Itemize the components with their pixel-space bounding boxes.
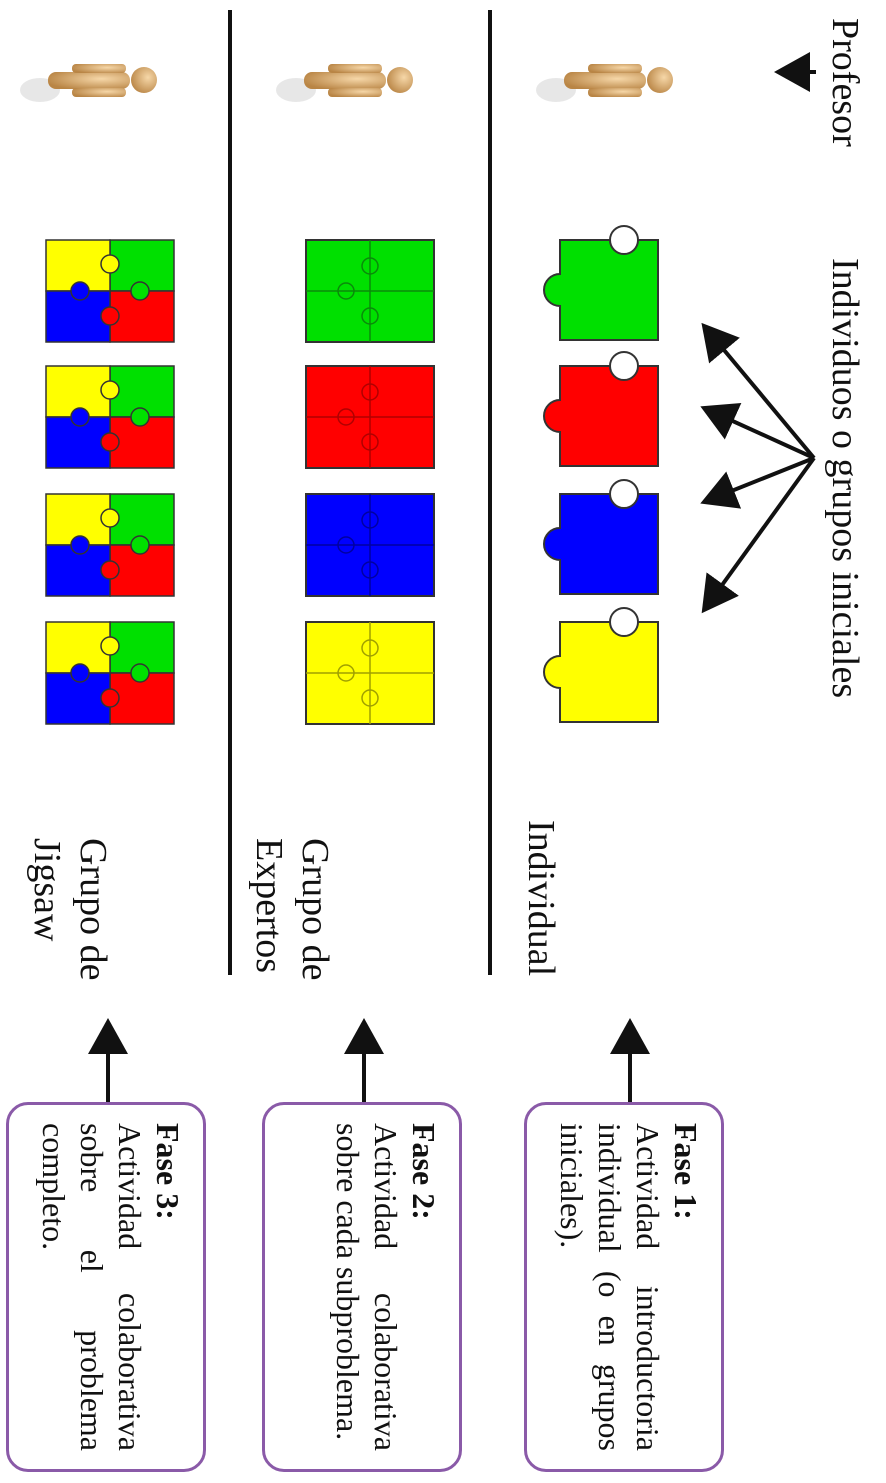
phase-arrows — [88, 1018, 650, 1105]
person-figure-icon — [536, 64, 673, 102]
puzzle-piece-icon — [543, 607, 659, 723]
phase-title: Fase 3: — [150, 1123, 186, 1220]
phase-title: Fase 1: — [668, 1123, 704, 1220]
puzzle-square-icon — [305, 239, 435, 343]
mixed-puzzle-icon — [45, 239, 175, 343]
phase-box-2: Fase 2: Actividad colaborativa sobre cad… — [262, 1102, 462, 1472]
puzzle-piece-icon — [543, 225, 659, 341]
puzzle-piece-icon — [543, 351, 659, 467]
phase-title: Fase 2: — [406, 1123, 442, 1220]
puzzle-square-icon — [305, 493, 435, 597]
phase-text: Actividad introductoria individual (o en… — [554, 1123, 666, 1451]
fan-arrows — [700, 322, 816, 614]
phase-text: Actividad colaborativa sobre el problema… — [36, 1123, 148, 1451]
puzzle-piece-icon — [543, 479, 659, 595]
mixed-puzzle-icon — [45, 621, 175, 725]
puzzle-square-icon — [305, 621, 435, 725]
phase-box-3: Fase 3: Actividad colaborativa sobre el … — [6, 1102, 206, 1472]
person-figure-icon — [276, 64, 413, 102]
mixed-puzzle-icon — [45, 365, 175, 469]
mixed-puzzle-icon — [45, 493, 175, 597]
phase-box-1: Fase 1: Actividad introductoria individu… — [524, 1102, 724, 1472]
puzzle-square-icon — [305, 365, 435, 469]
phase-text: Actividad colaborativa sobre cada subpro… — [330, 1123, 404, 1451]
person-figure-icon — [20, 64, 157, 102]
